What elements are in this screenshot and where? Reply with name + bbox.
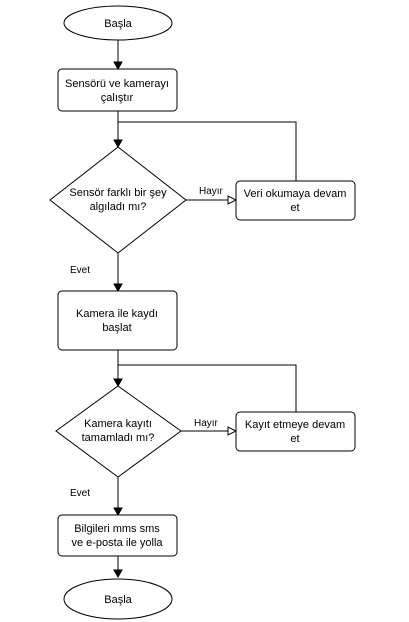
keep-reading-label-line-1: Veri okumaya devam [244,188,347,200]
arrowhead-start-to-sensor [113,61,123,71]
end-node-label: Başla [104,594,132,606]
keep-recording-label-line-2: et [290,433,299,445]
start-recording-label-line-1: Kamera ile kaydı [76,308,158,320]
edge-keep-reading-loop [118,121,297,181]
arrowhead-decision2-no [227,426,238,436]
keep-recording-label-line-1: Kayıt etmeye devam [245,419,345,431]
end-node: Başla [63,578,173,620]
send-info-node: Bilgileri mms sms ve e-posta ile yolla [57,514,178,557]
send-info-label-line-2: ve e-posta ile yolla [71,537,163,549]
arrowhead-decision2-yes [113,507,123,517]
arrowhead-decision1-no [227,195,238,205]
start-sensor-label-line-1: Sensörü ve kamerayı [65,78,169,90]
keep-reading-node: Veri okumaya devam et [235,180,356,221]
arrowhead-sensor-to-decision [113,139,123,149]
send-info-label-line-1: Bilgileri mms sms [74,523,160,535]
edge-label-sensor-yes: Evet [70,265,90,276]
start-sensor-node: Sensörü ve kamerayı çalıştır [57,68,178,112]
start-recording-node: Kamera ile kaydı başlat [57,290,178,351]
connectors [113,40,297,579]
edge-keep-recording-loop [118,364,297,412]
sensor-decision-label-line-1: Sensör farklı bir şey [69,187,167,199]
arrowhead-send-to-end [113,569,123,579]
sensor-decision-node: Sensör farklı bir şey algıladı mı? [49,146,187,254]
start-sensor-label-line-2: çalıştır [101,92,134,104]
start-node: Başla [63,5,173,41]
record-decision-label-line-1: Kamera kayıtı [84,418,152,430]
edge-label-record-no: Hayır [194,418,219,429]
record-decision-label-line-2: tamamladı mı? [82,432,155,444]
arrowhead-decision1-yes [113,283,123,293]
keep-recording-node: Kayıt etmeye devam et [235,411,356,452]
start-node-label: Başla [104,18,132,30]
start-recording-label-line-2: başlat [102,322,131,334]
record-decision-node: Kamera kayıtı tamamladı mı? [55,385,182,478]
sensor-decision-label-line-2: algıladı mı? [90,201,147,213]
arrowhead-recording-to-decision [113,378,123,388]
edge-label-record-yes: Evet [70,488,90,499]
keep-reading-label-line-2: et [290,202,299,214]
edge-label-sensor-no: Hayır [199,186,224,197]
